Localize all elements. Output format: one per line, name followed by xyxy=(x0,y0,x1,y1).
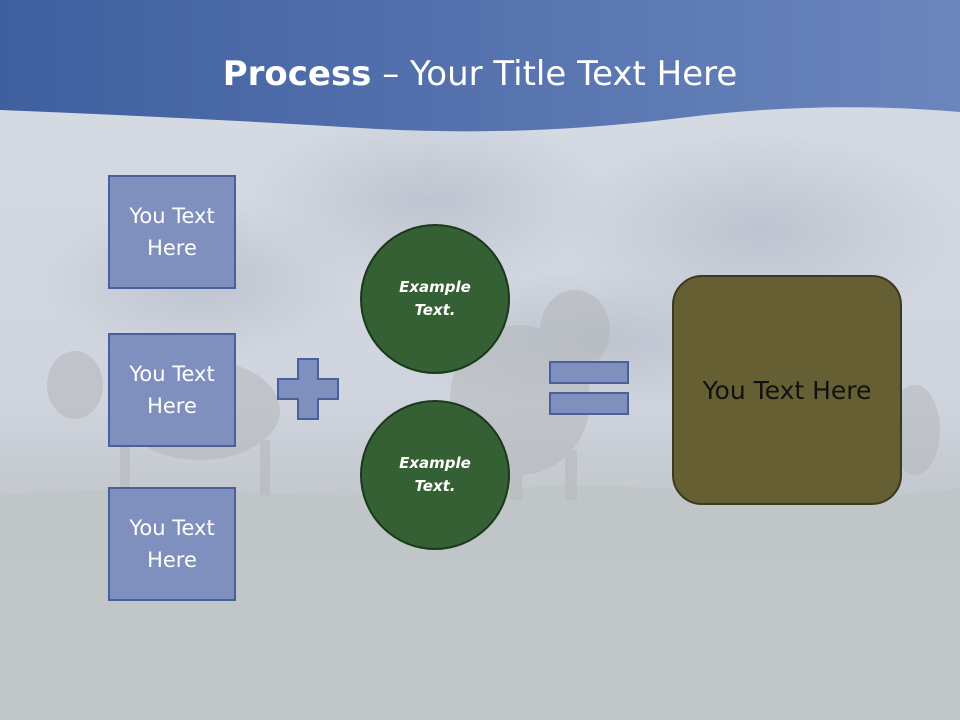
title-rest: – Your Title Text Here xyxy=(371,54,738,94)
input-box-1: You Text Here xyxy=(108,175,236,289)
input-box-2: You Text Here xyxy=(108,333,236,447)
example-circle-1: Example Text. xyxy=(360,224,510,374)
input-box-label: You Text Here xyxy=(129,516,215,572)
input-box-label: You Text Here xyxy=(129,362,215,418)
example-circle-label: Example Text. xyxy=(399,454,471,495)
slide-title: Process – Your Title Text Here xyxy=(0,52,960,96)
result-box: You Text Here xyxy=(672,275,902,505)
input-box-3: You Text Here xyxy=(108,487,236,601)
plus-icon xyxy=(277,358,339,420)
example-circle-2: Example Text. xyxy=(360,400,510,550)
result-box-label: You Text Here xyxy=(702,375,872,405)
title-bold: Process xyxy=(222,54,372,94)
example-circle-label: Example Text. xyxy=(399,278,471,319)
input-box-label: You Text Here xyxy=(129,204,215,260)
equals-icon xyxy=(549,361,629,415)
